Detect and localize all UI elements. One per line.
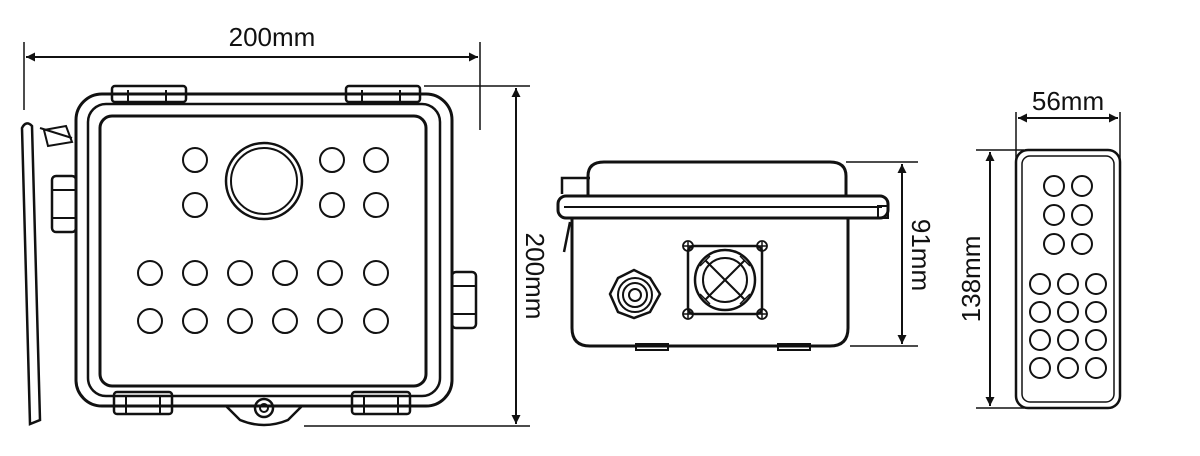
front-height-dimension: 200mm — [304, 85, 550, 427]
side-height-label: 91mm — [906, 219, 936, 291]
remote-button — [1085, 357, 1107, 379]
ir-led — [227, 308, 253, 334]
remote-width-label: 56mm — [1032, 86, 1104, 116]
ir-led — [137, 260, 163, 286]
remote-button — [1071, 175, 1093, 197]
screw-icon — [756, 240, 768, 252]
remote-button — [1043, 175, 1065, 197]
remote-button — [1057, 301, 1079, 323]
side-height-dimension: 91mm — [846, 161, 936, 347]
side-latch — [560, 176, 590, 194]
bottom-clips — [112, 390, 412, 416]
ir-led — [319, 192, 345, 218]
remote-button — [1057, 273, 1079, 295]
remote-button — [1057, 329, 1079, 351]
remote-button — [1085, 273, 1107, 295]
front-view: 200mm — [20, 22, 550, 427]
side-view: 91mm — [556, 160, 936, 351]
side-lid — [586, 160, 848, 196]
remote-width-dimension: 56mm — [1015, 86, 1121, 160]
ir-led — [137, 308, 163, 334]
remote-buttons — [1029, 175, 1107, 379]
remote-button — [1029, 329, 1051, 351]
side-body — [570, 218, 850, 348]
remote-button — [1085, 329, 1107, 351]
ir-led — [182, 308, 208, 334]
remote-height-dimension: 138mm — [956, 149, 1024, 409]
ir-led — [272, 260, 298, 286]
remote-button — [1029, 273, 1051, 295]
ir-led — [182, 260, 208, 286]
right-connector — [450, 270, 478, 330]
front-glass — [98, 114, 428, 388]
vent-grille — [682, 240, 768, 320]
antenna — [20, 122, 74, 426]
remote-button — [1043, 204, 1065, 226]
remote-body — [1014, 148, 1122, 410]
remote-button — [1029, 357, 1051, 379]
remote-button — [1043, 233, 1065, 255]
ir-led — [317, 260, 343, 286]
screw-icon — [682, 240, 694, 252]
remote-height-label: 138mm — [956, 236, 986, 323]
remote-button — [1071, 204, 1093, 226]
remote-view: 56mm 138mm — [956, 86, 1122, 410]
mount-tab — [225, 397, 303, 427]
screw-icon — [756, 308, 768, 320]
ir-led — [182, 192, 208, 218]
ir-led-array — [137, 147, 389, 334]
ir-led — [227, 260, 253, 286]
remote-inner — [1021, 155, 1115, 403]
camera-lens — [224, 141, 304, 221]
left-connector — [50, 174, 78, 234]
remote-button — [1085, 301, 1107, 323]
remote-button — [1057, 357, 1079, 379]
front-housing — [74, 92, 454, 408]
ir-led — [363, 147, 389, 173]
ir-led — [363, 192, 389, 218]
ir-led — [182, 147, 208, 173]
front-height-label: 200mm — [520, 233, 550, 320]
ir-led — [363, 260, 389, 286]
cable-gland — [608, 268, 662, 320]
remote-button — [1029, 301, 1051, 323]
ir-led — [363, 308, 389, 334]
front-width-label: 200mm — [229, 22, 316, 52]
front-width-dimension: 200mm — [23, 22, 481, 130]
ir-led — [317, 308, 343, 334]
remote-button — [1071, 233, 1093, 255]
front-rim — [86, 102, 442, 398]
screw-icon — [682, 308, 694, 320]
ir-led — [272, 308, 298, 334]
ir-led — [319, 147, 345, 173]
